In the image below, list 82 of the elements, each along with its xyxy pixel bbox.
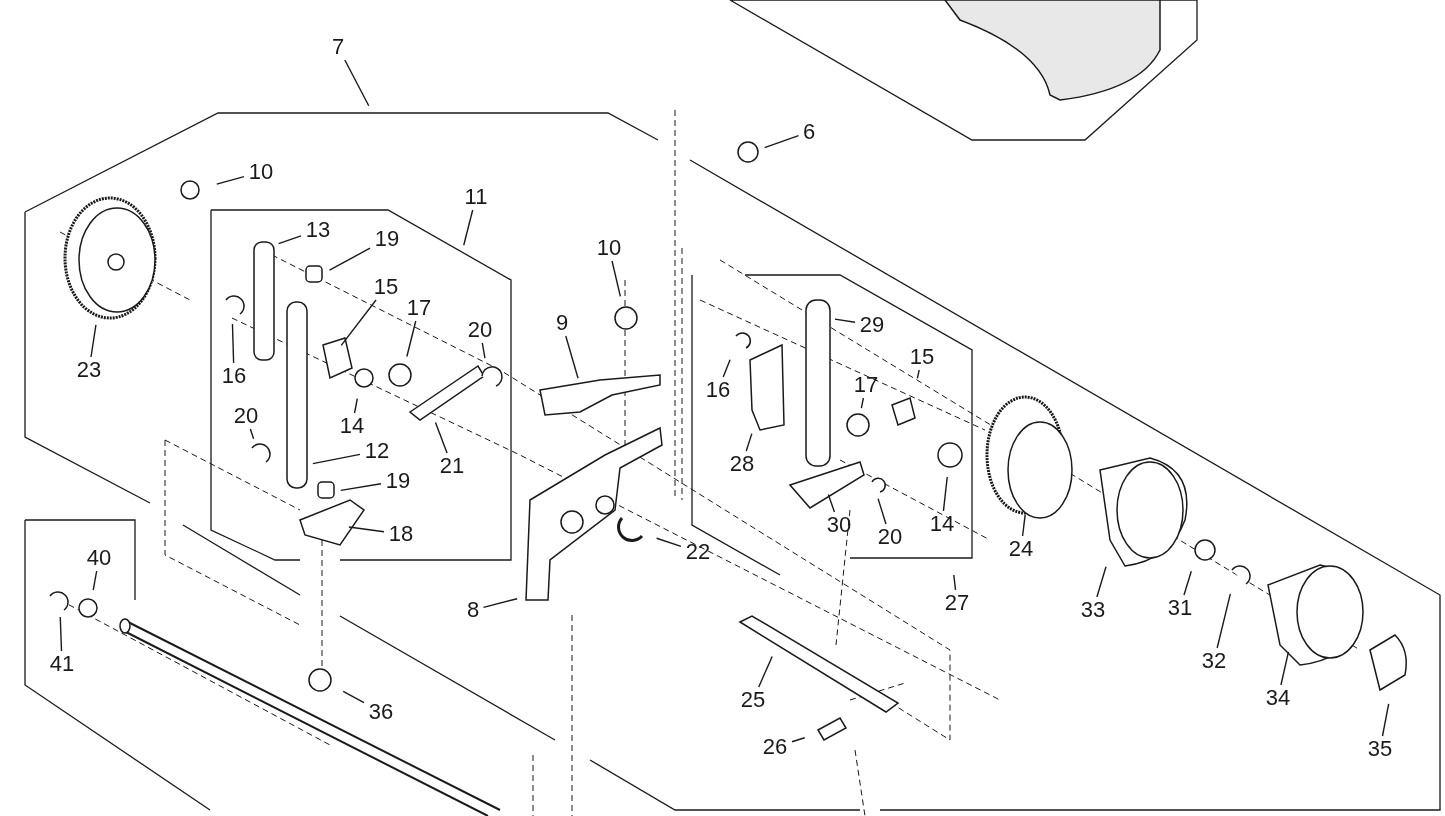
leader-line [312,453,361,465]
leader-line [791,737,806,743]
callout-number: 20 [875,524,905,550]
leader-line [745,432,753,452]
leader-line [342,690,365,704]
callout-number: 10 [246,159,276,185]
leader-line [482,598,518,609]
leader-line [953,574,957,591]
callout-number: 20 [465,317,495,343]
callout-number: 16 [703,377,733,403]
callout-number: 15 [907,344,937,370]
callout-number: 14 [337,413,367,439]
leader-line [1096,566,1107,598]
callout-number: 27 [942,590,972,616]
callout-number: 18 [386,521,416,547]
leader-line [463,209,474,246]
leader-line [877,498,887,525]
leader-line [1280,651,1290,686]
callout-number: 30 [824,512,854,538]
callout-number: 15 [371,274,401,300]
callout-number: 10 [594,235,624,261]
callout-number: 32 [1199,648,1229,674]
callout-number: 33 [1078,597,1108,623]
callout-number: 19 [372,226,402,252]
leader-line [722,359,731,378]
leader-line [348,526,385,533]
callout-number: 40 [84,545,114,571]
leader-line [434,421,448,454]
callout-number: 29 [857,312,887,338]
leader-line [834,318,856,323]
callout-number: 12 [362,438,392,464]
callout-number: 17 [404,295,434,321]
callout-number: 36 [366,699,396,725]
leader-line [481,342,486,359]
leader-line [340,483,382,492]
callout-number: 35 [1365,736,1395,762]
leader-line [1381,703,1390,737]
callout-number: 22 [683,539,713,565]
callout-number: 13 [303,217,333,243]
leader-line [763,135,800,149]
leader-line [216,175,245,185]
leader-line [59,616,63,652]
leader-line [231,323,235,364]
leader-line [1216,593,1232,649]
leader-line [611,260,622,298]
callout-number: 7 [329,34,347,60]
leader-line [1183,570,1192,596]
leader-line [340,299,377,347]
leader-line [827,493,836,513]
callout-number: 31 [1165,595,1195,621]
leader-line [406,320,417,358]
leader-line [916,369,920,380]
leader-line [328,247,371,271]
leader-line [758,655,773,688]
callout-number: 23 [74,357,104,383]
callout-number: 25 [738,687,768,713]
callout-number: 11 [461,184,491,210]
leader-line [249,428,255,440]
callout-number: 6 [800,119,818,145]
callout-number: 19 [383,468,413,494]
leader-line [1021,514,1026,537]
leader-line [92,570,98,591]
callout-number: 21 [437,453,467,479]
callout-number: 8 [464,597,482,623]
leader-line [565,335,579,379]
callout-number: 34 [1263,685,1293,711]
callout-number: 20 [231,403,261,429]
leader-line [655,537,682,548]
callout-number: 16 [219,363,249,389]
leader-line [353,398,358,414]
leader-line [942,476,948,512]
callout-number: 17 [851,372,881,398]
callout-number: 28 [727,451,757,477]
callout-number: 41 [47,651,77,677]
leader-line [277,235,302,245]
leader-line [860,397,865,409]
callout-number: 26 [760,734,790,760]
leader-line [344,59,370,107]
callout-number: 24 [1006,536,1036,562]
leader-line [90,324,97,358]
callout-number: 14 [927,511,957,537]
callout-number: 9 [553,310,571,336]
